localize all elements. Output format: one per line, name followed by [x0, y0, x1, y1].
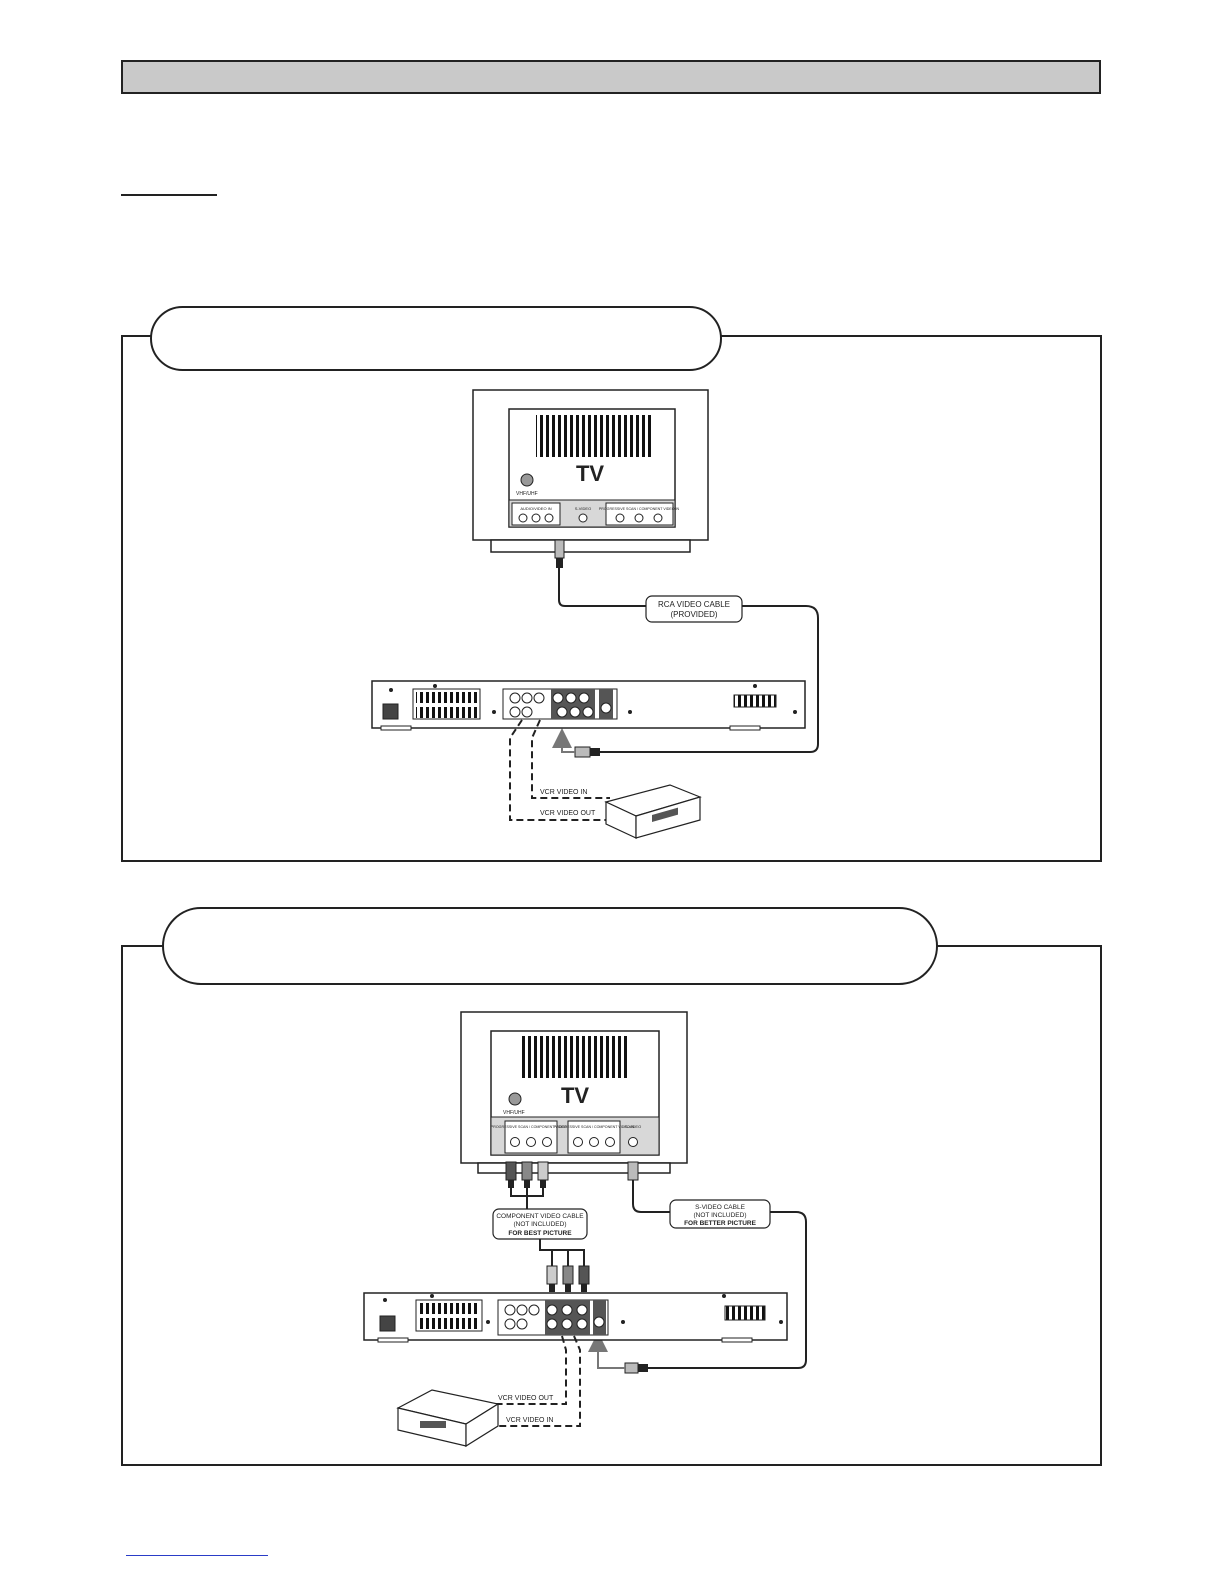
vcr-video-out-line	[480, 1335, 567, 1405]
tv-label: TV	[561, 1083, 589, 1108]
vcr-video-in-line	[470, 1335, 581, 1427]
power-cord-icon	[379, 1315, 396, 1332]
diagram-1: TV VHF/UHF AUDIO/VIDEO IN S-VIDEO PROGRE…	[371, 389, 819, 839]
section-heading-underline	[121, 194, 217, 196]
vcr-icon	[604, 784, 702, 839]
panel-1-title-pill	[150, 306, 722, 371]
component-cable-line2: (NOT INCLUDED)	[514, 1221, 567, 1228]
vcr-video-out-label: VCR VIDEO OUT	[498, 1395, 554, 1402]
diagram-2: TV VHF/UHF PROGRESSIVE SCAN / COMPONENT …	[363, 1011, 807, 1448]
tv-audio-video-in-label: AUDIO/VIDEO IN	[520, 506, 551, 511]
vent-grille-icon	[536, 415, 654, 457]
component-plug-icons	[546, 1265, 590, 1292]
tv-label: TV	[576, 461, 604, 486]
vcr-video-out-line	[509, 719, 618, 821]
rca-plug-icon	[554, 539, 565, 559]
rca-plug-icon	[574, 746, 591, 758]
panel-2-title-pill	[162, 907, 938, 985]
component-cable-line3: FOR BEST PICTURE	[508, 1230, 572, 1237]
svideo-cable-line2: (NOT INCLUDED)	[694, 1212, 747, 1219]
dvd-receiver-rear-panel	[363, 1292, 788, 1343]
tv-component-in-1-label: PROGRESSIVE SCAN / COMPONENT VIDEO IN	[491, 1125, 572, 1129]
footer-link-underline	[126, 1555, 268, 1556]
svideo-plug-icon	[627, 1161, 639, 1181]
rca-video-cable	[558, 568, 646, 607]
cable-label-line2: (PROVIDED)	[670, 610, 717, 619]
tv-svideo-label: S-VIDEO	[625, 1124, 641, 1129]
svideo-cable-line1: S-VIDEO CABLE	[695, 1204, 746, 1211]
tv-component-in-2-label: PROGRESSIVE SCAN / COMPONENT VIDEO IN	[554, 1125, 635, 1129]
tv-antenna-label: VHF/UHF	[516, 491, 538, 497]
cable-label-line1: RCA VIDEO CABLE	[658, 600, 730, 609]
dvd-receiver-rear-panel	[371, 680, 806, 731]
vcr-video-out-label: VCR VIDEO OUT	[540, 810, 596, 817]
component-cable-line1: COMPONENT VIDEO CABLE	[496, 1213, 584, 1220]
component-video-cable	[510, 1188, 544, 1210]
header-bar	[121, 60, 1101, 94]
vcr-icon	[396, 1389, 500, 1448]
vent-grille-icon	[520, 1036, 630, 1078]
svideo-cable-label-box	[669, 1199, 771, 1229]
rca-cable-label-box	[645, 595, 743, 623]
svideo-cable	[632, 1180, 670, 1213]
component-plug-icons	[505, 1161, 549, 1188]
vcr-video-in-line	[531, 719, 610, 799]
tv-rear-panel: TV VHF/UHF AUDIO/VIDEO IN S-VIDEO PROGRE…	[472, 389, 709, 553]
svideo-plug-icon	[624, 1362, 639, 1374]
antenna-jack-icon	[520, 473, 534, 487]
tv-svideo-label: S-VIDEO	[575, 506, 591, 511]
power-cord-icon	[382, 703, 399, 720]
svideo-cable-line3: FOR BETTER PICTURE	[684, 1220, 757, 1227]
vcr-video-in-label: VCR VIDEO IN	[506, 1417, 553, 1424]
tv-antenna-label: VHF/UHF	[503, 1110, 525, 1116]
tv-rear-panel: TV VHF/UHF PROGRESSIVE SCAN / COMPONENT …	[460, 1011, 688, 1174]
antenna-jack-icon	[508, 1092, 522, 1106]
vcr-video-in-label: VCR VIDEO IN	[540, 789, 587, 796]
tv-component-in-label: PROGRESSIVE SCAN / COMPONENT VIDEO IN	[599, 507, 680, 511]
